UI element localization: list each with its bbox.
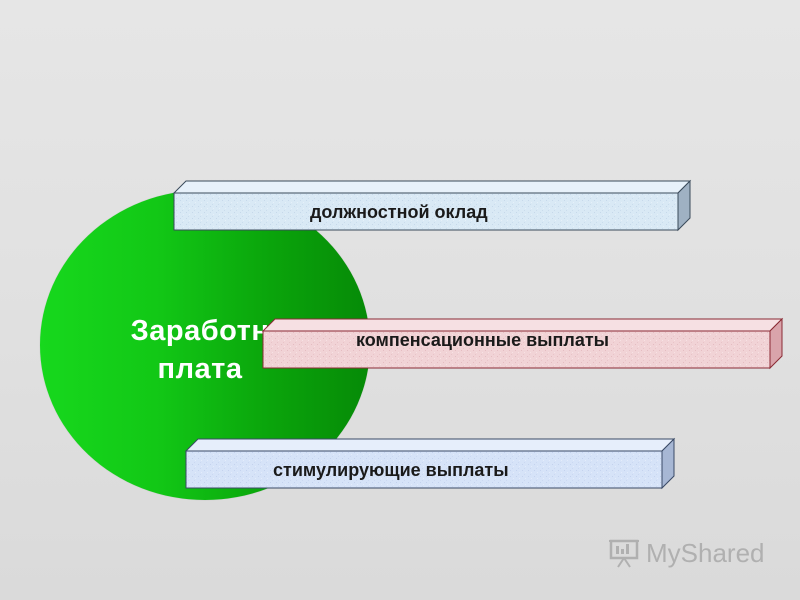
bar-official-salary-shape [172,179,692,232]
salary-circle-label: Заработн плата [100,312,300,388]
bar-official-salary-label: должностной оклад [310,202,488,222]
myshared-logo: MyShared [608,536,765,570]
bar-incentive: стимулирующие выплаты [184,437,677,490]
bar-compensation-shape [261,317,784,370]
bar-incentive-label: стимулирующие выплаты [273,460,509,480]
logo-text: MyShared [646,537,765,568]
bar-compensation-label: компенсационные выплаты [356,330,610,350]
bar-compensation: компенсационные выплаты [261,317,784,370]
bar-official-salary: должностной оклад [172,179,693,232]
salary-label-line1: Заработн [130,315,270,347]
salary-label-line2: плата [157,353,243,385]
bar-incentive-shape [184,437,676,490]
presentation-board-icon [609,539,639,568]
